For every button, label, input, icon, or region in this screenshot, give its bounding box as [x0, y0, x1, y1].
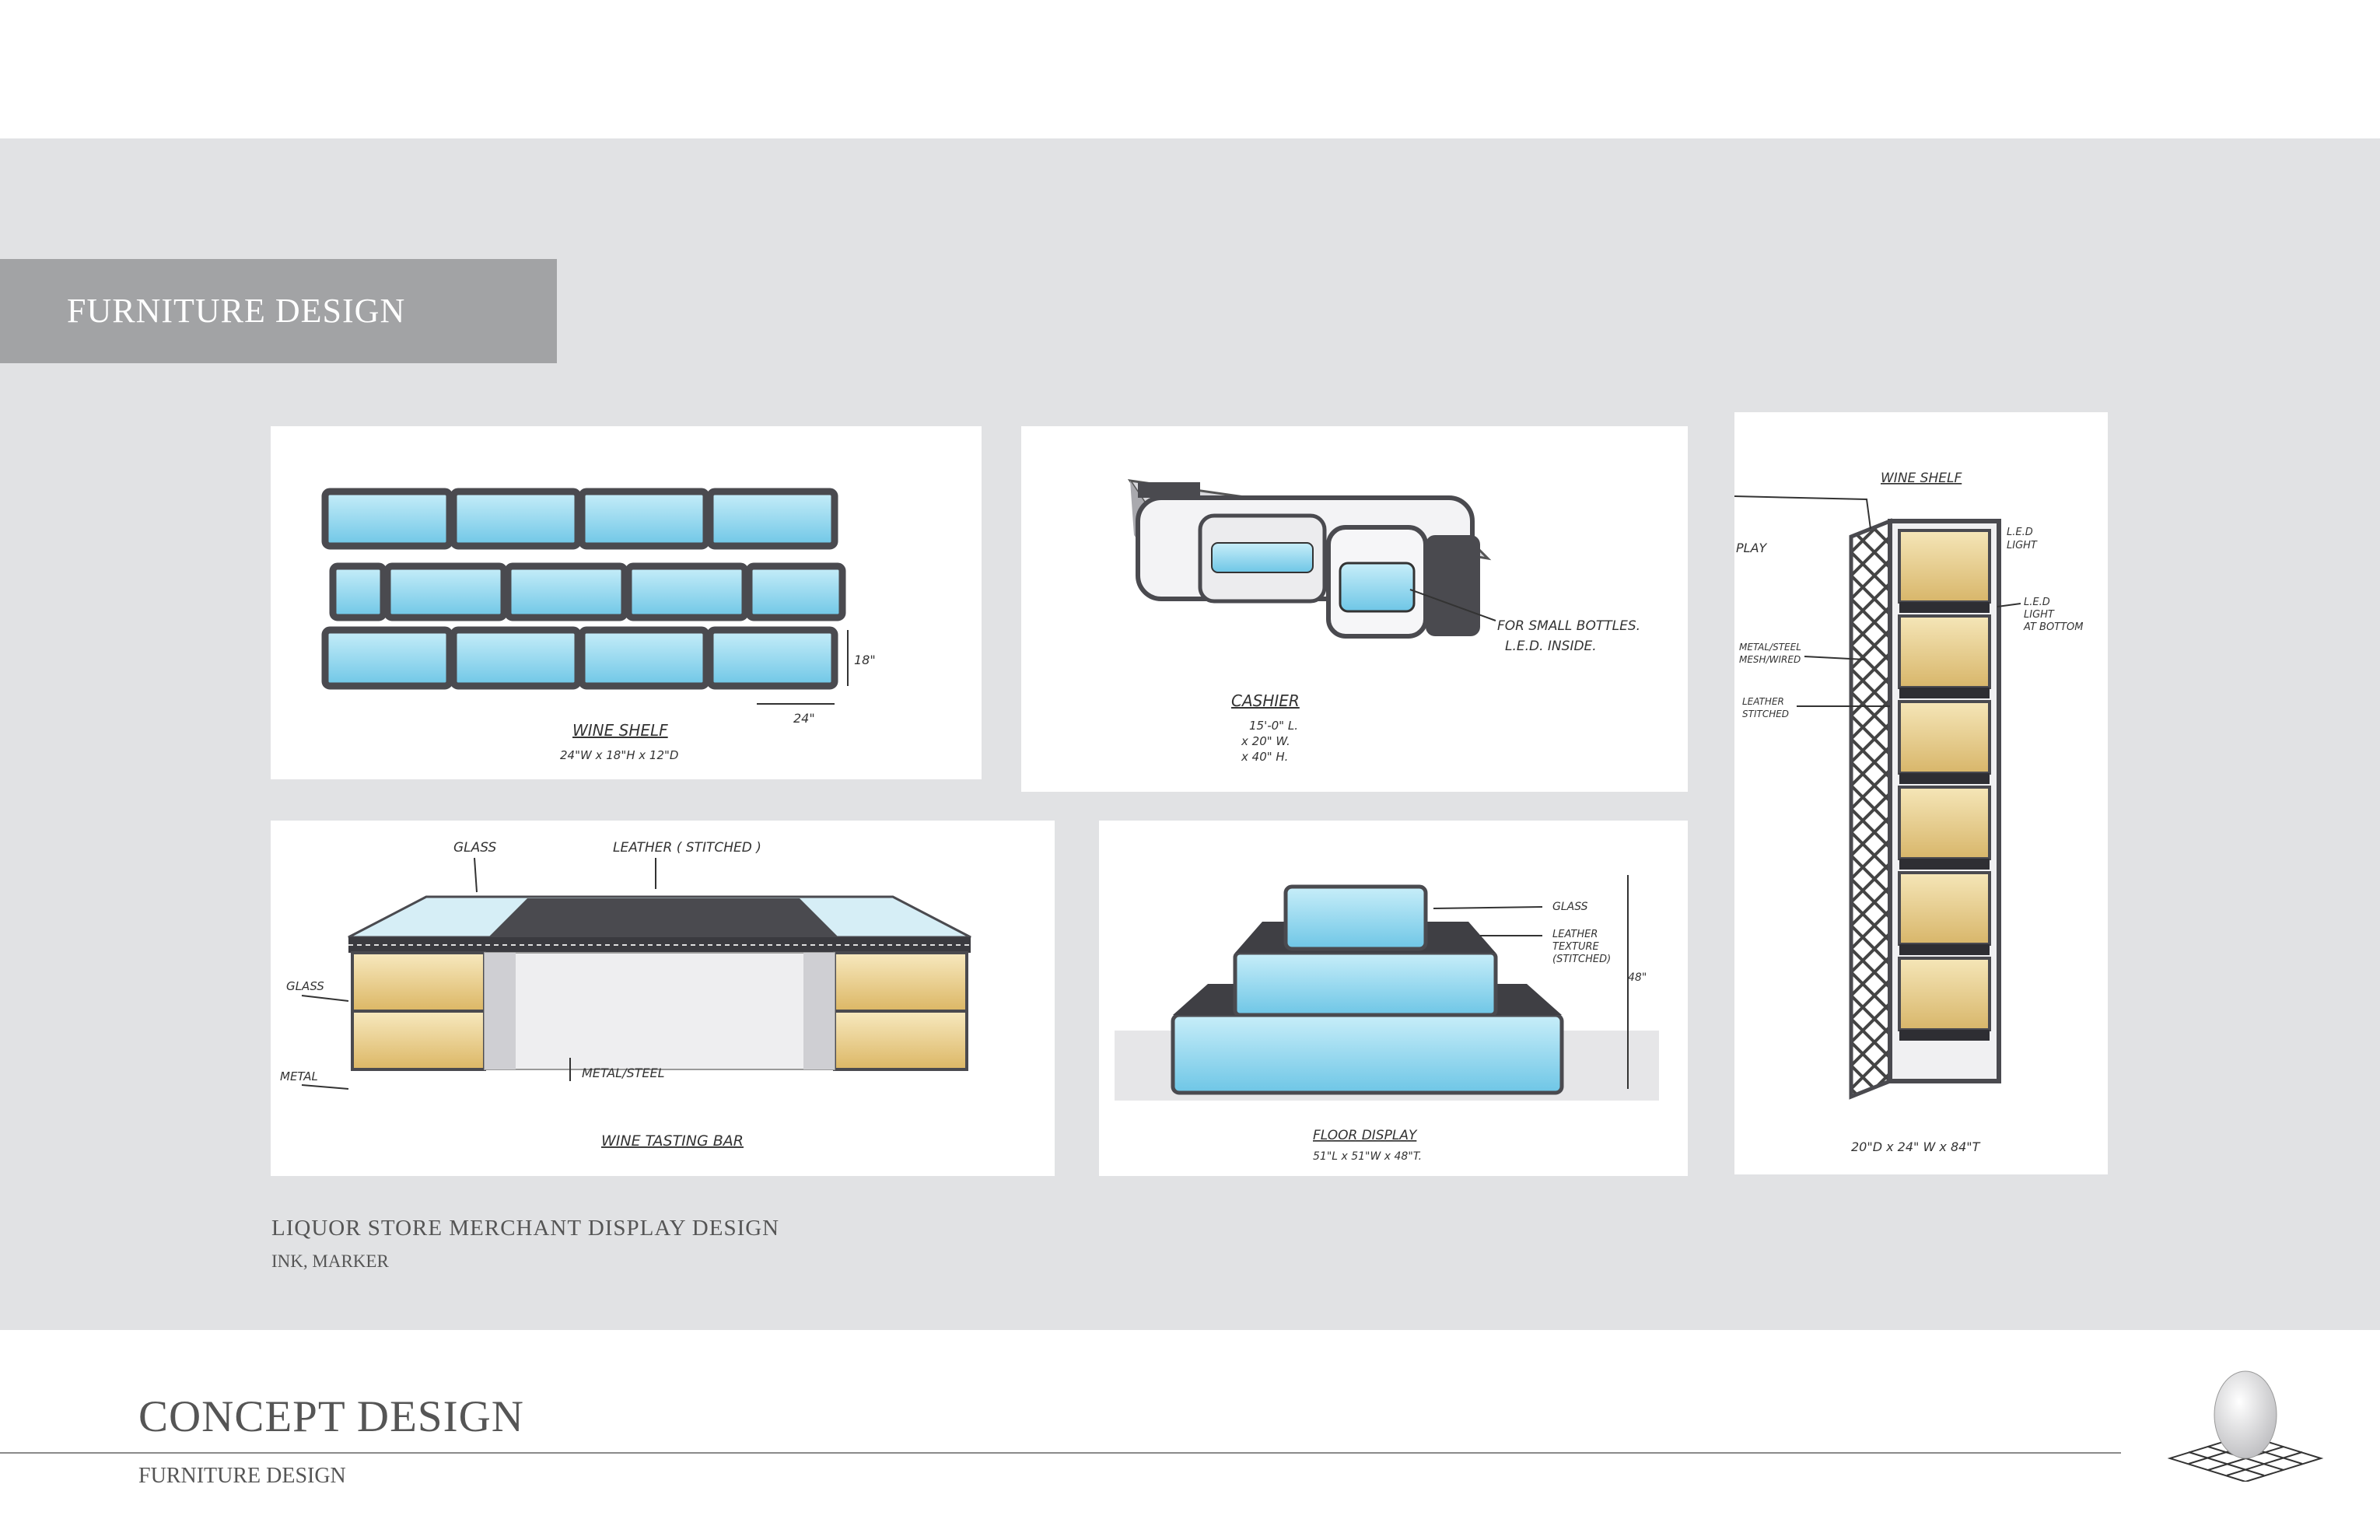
wine-shelf-label: WINE SHELF — [572, 721, 668, 740]
sketch-wine-shelf: 18" 24" WINE SHELF 24"W x 18"H x 12"D — [271, 426, 982, 779]
floor-display-note-glass: GLASS — [1552, 901, 1588, 913]
floor-display-note-leather-1: LEATHER — [1552, 929, 1598, 940]
sketch-cashier: FOR SMALL BOTTLES. L.E.D. INSIDE. CASHIE… — [1021, 426, 1688, 792]
tall-shelf-note-mesh-1: METAL/STEEL — [1739, 642, 1801, 653]
wine-shelf-drawing: 18" 24" WINE SHELF 24"W x 18"H x 12"D — [321, 488, 876, 762]
floor-display-note-leather-3: (STITCHED) — [1552, 954, 1611, 965]
tasting-bar-note-metal: METAL — [280, 1069, 318, 1083]
sketch-tall-wine-shelf: PLAY WINE SHELF L.E.D LIGHT L.E.D LIGHT … — [1734, 412, 2108, 1174]
cashier-dims-1: 15'-0" L. — [1249, 719, 1298, 733]
tasting-bar-note-glass-side: GLASS — [286, 979, 324, 993]
tasting-bar-note-leather: LEATHER ( STITCHED ) — [613, 840, 761, 856]
tall-shelf-note-bottom-1: L.E.D — [2024, 597, 2050, 608]
caption-medium: INK, MARKER — [271, 1251, 389, 1271]
tall-shelf-note-bottom-2: LIGHT — [2024, 609, 2055, 621]
egg-grid-logo-icon — [2167, 1370, 2324, 1482]
cashier-dims-3: x 40" H. — [1241, 750, 1288, 764]
tall-shelf-drawing: PLAY WINE SHELF L.E.D LIGHT L.E.D LIGHT … — [1734, 471, 2084, 1154]
tall-shelf-note-leather-1: LEATHER — [1742, 696, 1784, 707]
cashier-note-2: L.E.D. INSIDE. — [1505, 639, 1597, 654]
sketch-floor-display: GLASS LEATHER TEXTURE (STITCHED) 48" FLO… — [1099, 821, 1688, 1176]
footer-title: CONCEPT DESIGN — [138, 1392, 524, 1441]
floor-display-dims: 51"L x 51"W x 48"T. — [1313, 1150, 1422, 1163]
tall-shelf-note-mesh-2: MESH/WIRED — [1739, 654, 1801, 665]
cashier-dims-2: x 20" W. — [1241, 734, 1290, 748]
floor-display-note-leather-2: TEXTURE — [1552, 941, 1600, 953]
tall-shelf-note-led-2: LIGHT — [2007, 540, 2038, 551]
section-tag-label: FURNITURE DESIGN — [67, 292, 406, 330]
tasting-bar-note-glass-top: GLASS — [453, 840, 496, 856]
section-tag — [0, 259, 557, 363]
footer-subtitle: FURNITURE DESIGN — [138, 1464, 346, 1488]
tasting-bar-label: WINE TASTING BAR — [601, 1132, 744, 1150]
cashier-drawing: FOR SMALL BOTTLES. L.E.D. INSIDE. CASHIE… — [1127, 479, 1640, 764]
cashier-label: CASHIER — [1231, 691, 1300, 710]
wine-shelf-dims: 24"W x 18"H x 12"D — [560, 748, 678, 762]
footer-divider — [0, 1452, 2121, 1454]
floor-display-height-note: 48" — [1628, 971, 1647, 984]
cashier-note-1: FOR SMALL BOTTLES. — [1497, 618, 1640, 634]
tall-shelf-note-leather-2: STITCHED — [1742, 709, 1789, 719]
wine-shelf-height-note: 18" — [854, 653, 876, 667]
tall-shelf-dims: 20"D x 24" W x 84"T — [1851, 1139, 1981, 1154]
tall-shelf-note-led-1: L.E.D — [2007, 527, 2033, 538]
floor-display-label: FLOOR DISPLAY — [1313, 1128, 1418, 1143]
tall-shelf-label: WINE SHELF — [1881, 471, 1962, 486]
sketch-wine-tasting-bar: GLASS LEATHER ( STITCHED ) GLASS METAL M… — [271, 821, 1055, 1176]
tall-shelf-edge-text: PLAY — [1736, 541, 1768, 555]
tasting-bar-note-metal-steel: METAL/STEEL — [582, 1066, 665, 1080]
floor-display-drawing: GLASS LEATHER TEXTURE (STITCHED) 48" FLO… — [1115, 875, 1659, 1163]
tasting-bar-drawing: GLASS LEATHER ( STITCHED ) GLASS METAL M… — [280, 840, 971, 1150]
caption-title: LIQUOR STORE MERCHANT DISPLAY DESIGN — [271, 1216, 780, 1241]
tall-shelf-note-bottom-3: AT BOTTOM — [2023, 621, 2084, 633]
wine-shelf-width-note: 24" — [793, 711, 815, 726]
